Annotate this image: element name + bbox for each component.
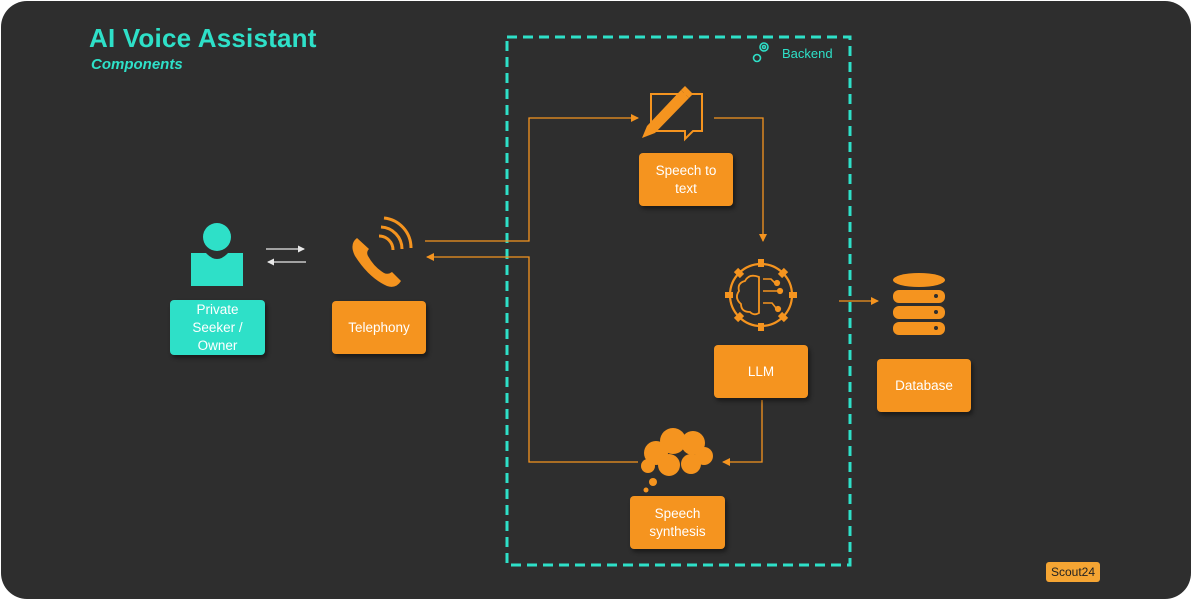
telephony-to-stt-connector (425, 114, 639, 242)
thought-cloud-icon (641, 428, 713, 493)
database-label: Database (895, 377, 953, 393)
telephony-box: Telephony (332, 301, 426, 354)
backend-boundary (505, 35, 852, 567)
person-icon (191, 223, 243, 286)
slide-title: AI Voice Assistant (89, 23, 317, 53)
speech-synthesis-box: Speech synthesis (630, 496, 725, 549)
database-icon (893, 273, 945, 335)
private-seeker-box: Private Seeker / Owner (170, 300, 265, 355)
database-box: Database (877, 359, 971, 412)
brain-gear-icon (725, 259, 797, 331)
person-telephony-arrows (266, 245, 306, 266)
llm-to-synthesis-connector (722, 400, 763, 466)
speech-to-text-label: Speech to text (655, 162, 717, 196)
slide-subtitle: Components (91, 56, 183, 73)
backend-label: Backend (782, 46, 833, 61)
scout24-logo: Scout24 (1046, 562, 1100, 582)
speech-synthesis-label: Speech synthesis (649, 505, 706, 539)
speech-to-text-box: Speech to text (639, 153, 733, 206)
gears-icon (752, 42, 769, 63)
synthesis-to-telephony-connector (426, 253, 638, 463)
llm-label: LLM (747, 363, 775, 379)
telephony-label: Telephony (348, 319, 410, 335)
stt-to-llm-connector (714, 117, 767, 242)
chat-pencil-icon (642, 86, 703, 142)
llm-box: LLM (714, 345, 808, 398)
phone-icon (352, 216, 413, 287)
private-seeker-label: Private Seeker / Owner (192, 301, 243, 353)
